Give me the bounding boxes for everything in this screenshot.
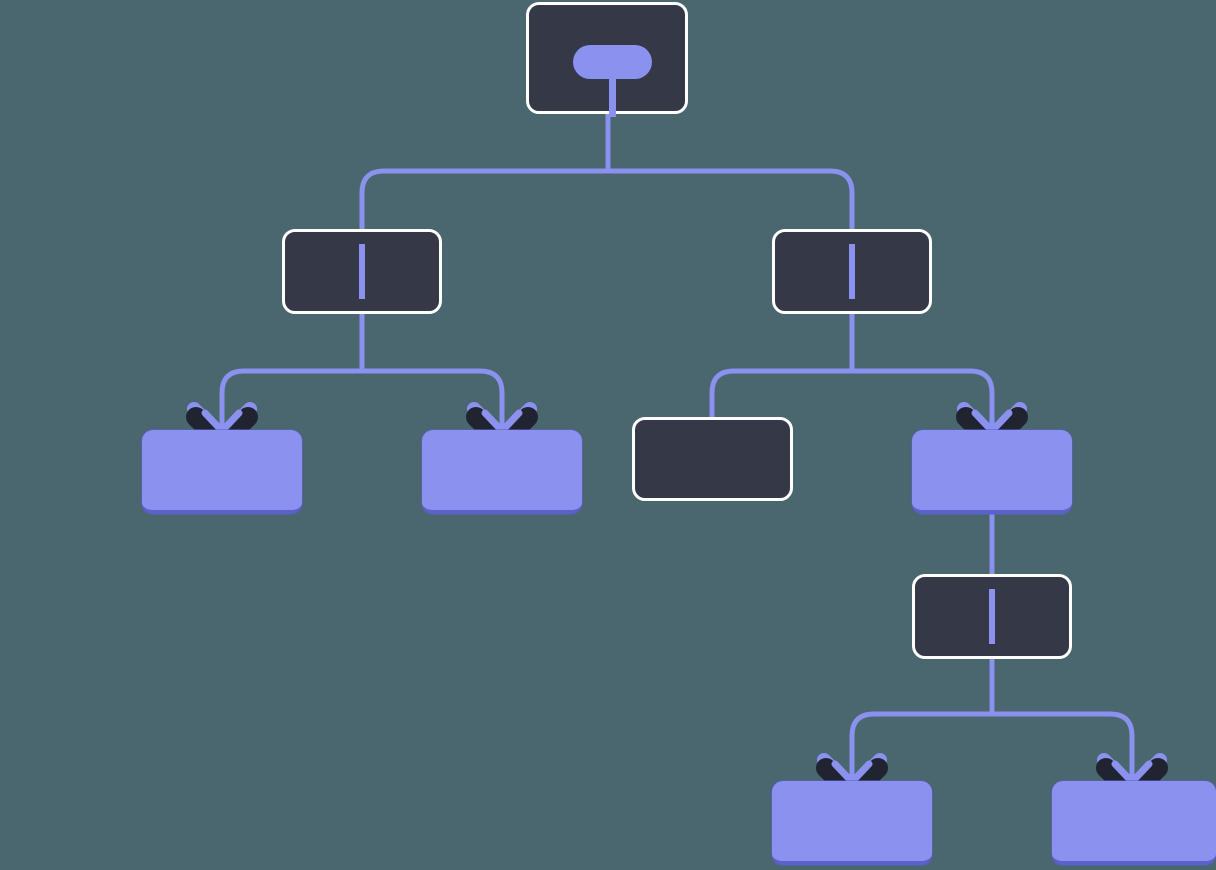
tree-node-root[interactable] [526, 2, 688, 117]
tree-node-l3-d[interactable] [912, 430, 1072, 514]
node-through-line [849, 244, 855, 299]
edge-l2-left-to-l3-a [219, 368, 362, 432]
tree-node-l4-a[interactable] [912, 574, 1072, 659]
edge-l2-left-to-l3-b [362, 368, 505, 432]
edge-l4-a-to-l5-b [992, 711, 1135, 783]
edge-l2-right-to-l3-c [709, 368, 852, 419]
edge-root-to-l2-left [359, 168, 608, 229]
tree-node-l3-a[interactable] [142, 430, 302, 514]
tree-node-l3-b[interactable] [422, 430, 582, 514]
edge-l2-right-to-l3-d [852, 368, 995, 432]
tree-node-l2-left[interactable] [282, 229, 442, 314]
node-through-line [989, 589, 995, 644]
edge-l4-a-to-l5-a [849, 711, 992, 783]
tree-node-l3-c[interactable] [632, 417, 793, 501]
tree-node-l5-b[interactable] [1052, 781, 1216, 865]
tree-node-l2-right[interactable] [772, 229, 932, 314]
root-pill-stem [609, 79, 616, 117]
edge-root-to-l2-right [608, 168, 855, 229]
node-through-line [359, 244, 365, 299]
root-pill-shape [573, 45, 652, 79]
tree-node-l5-a[interactable] [772, 781, 932, 865]
